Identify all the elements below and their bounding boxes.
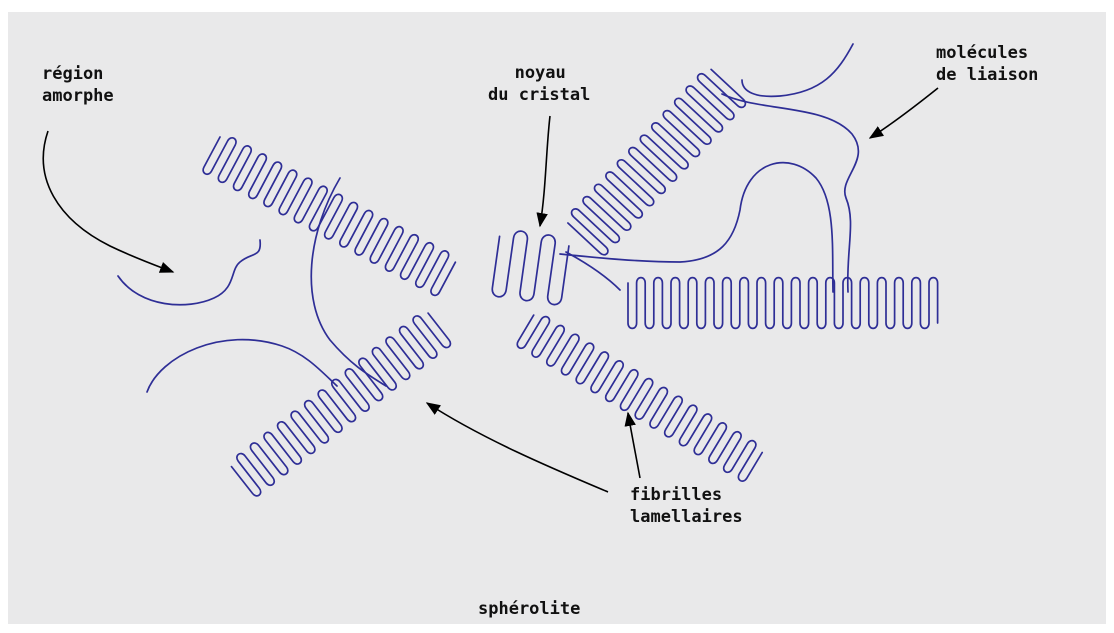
amorphous-chain-bottom-left (147, 340, 337, 392)
crystal-nucleus-folds (492, 231, 569, 304)
lamella-lower-left (232, 313, 451, 496)
label-tie-molecules: molécules de liaison (936, 42, 1038, 86)
caption-spherulite-text: sphérolite (478, 598, 580, 620)
arrow-fibrils-left (427, 403, 608, 492)
label-amorphous-region-line2: amorphe (42, 85, 114, 107)
lamella-right-horizontal (628, 278, 938, 329)
arrow-tie-molecules (870, 88, 938, 138)
tie-chain-crossing (311, 178, 386, 386)
arrow-fibrils-right (628, 413, 640, 478)
arrow-amorphous-region (43, 131, 173, 272)
label-lamellar-fibrils: fibrilles lamellaires (630, 484, 743, 528)
label-amorphous-region: région amorphe (42, 63, 114, 107)
lamella-lower-right (517, 315, 762, 481)
label-lamellar-fibrils-line1: fibrilles (630, 484, 743, 506)
label-tie-molecules-line2: de liaison (936, 64, 1038, 86)
tie-molecule-long (722, 94, 858, 292)
label-crystal-nucleus: noyau du cristal (488, 62, 590, 106)
amorphous-chain-left (118, 240, 260, 305)
tie-molecule-loop (560, 163, 833, 292)
label-tie-molecules-line1: molécules (936, 42, 1038, 64)
arrow-crystal-nucleus (540, 116, 550, 226)
label-amorphous-region-line1: région (42, 63, 114, 85)
tie-molecule-top (742, 44, 853, 96)
label-crystal-nucleus-line2: du cristal (488, 84, 590, 106)
label-crystal-nucleus-line1: noyau (490, 62, 590, 84)
caption-spherulite: sphérolite (478, 598, 580, 620)
label-lamellar-fibrils-line2: lamellaires (630, 506, 743, 528)
lamella-upper-left (203, 137, 455, 295)
lamella-upper-right (568, 69, 745, 254)
